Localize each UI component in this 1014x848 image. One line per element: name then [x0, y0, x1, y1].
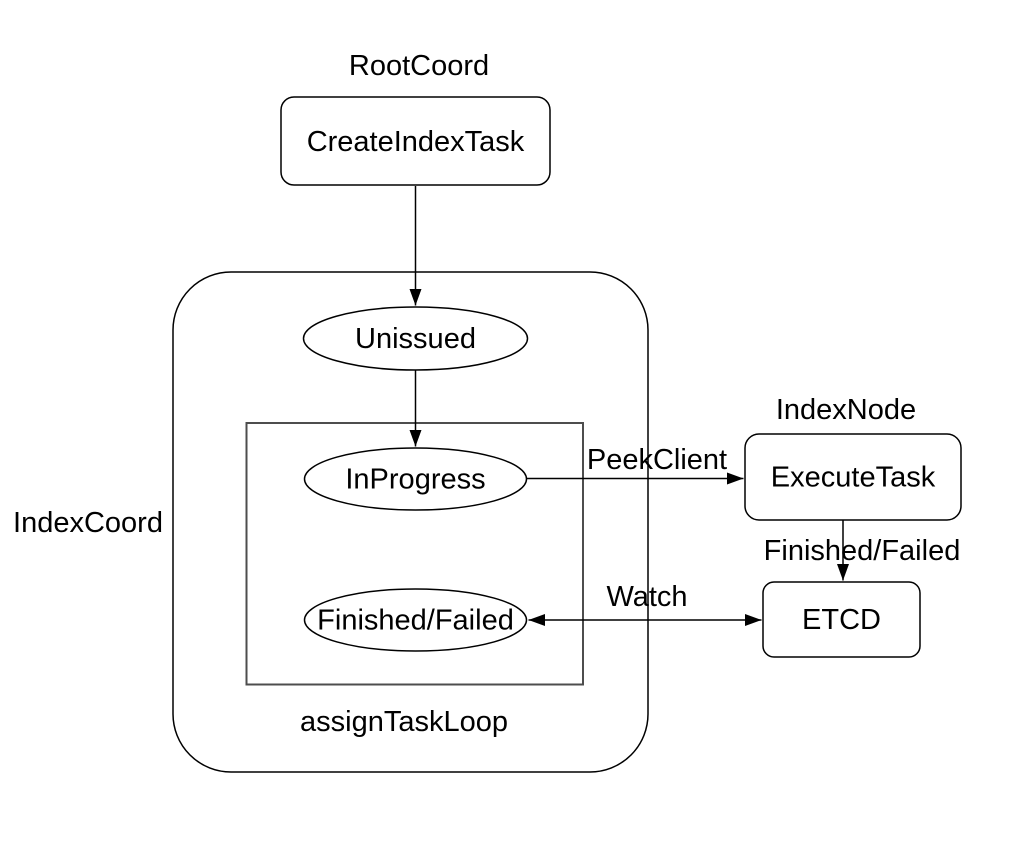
indexcoord-container [172, 271, 649, 773]
create-index-task-node [280, 96, 551, 186]
rootcoord-group-label: RootCoord [349, 50, 489, 82]
execute-task-node [744, 433, 962, 521]
in-progress-state-label: InProgress [345, 464, 485, 496]
assign-task-loop-label: assignTaskLoop [300, 706, 508, 738]
indexnode-group-label: IndexNode [776, 394, 916, 426]
create-index-task-label: CreateIndexTask [307, 126, 525, 158]
etcd-node [762, 581, 921, 658]
unissued-state-label: Unissued [355, 323, 476, 355]
in-progress-state-node [303, 447, 528, 511]
peekclient-edge-label: PeekClient [587, 444, 727, 476]
finished-failed-state-node [303, 588, 528, 652]
watch-edge-label: Watch [606, 581, 687, 613]
indexcoord-group-label: IndexCoord [13, 507, 163, 539]
execute-task-label: ExecuteTask [771, 462, 936, 494]
finished-failed-state-label: Finished/Failed [317, 605, 514, 637]
finished-failed-edge-label: Finished/Failed [764, 535, 961, 567]
unissued-state-node [302, 306, 529, 371]
etcd-label: ETCD [802, 604, 881, 636]
